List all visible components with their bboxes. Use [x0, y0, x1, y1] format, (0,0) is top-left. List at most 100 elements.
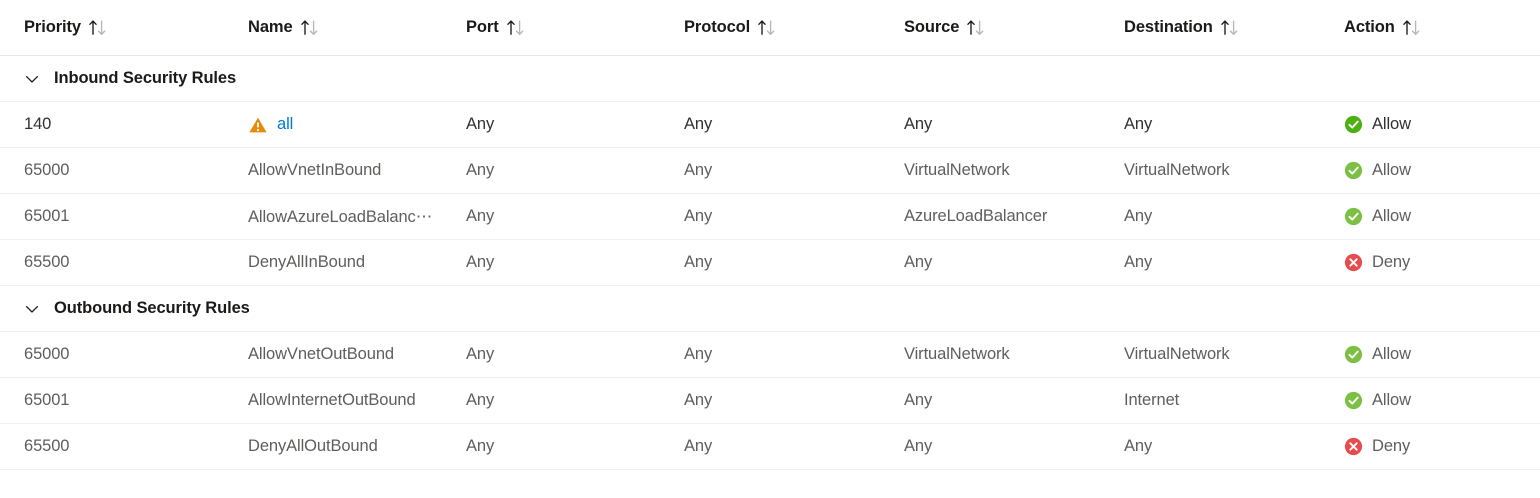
- rule-name-text: AllowVnetInBound: [248, 161, 382, 179]
- cell-name: AllowAzureLoadBalanc⋯: [248, 207, 466, 227]
- chevron-down-icon[interactable]: [24, 301, 40, 317]
- column-header-label: Protocol: [684, 18, 751, 36]
- rule-name-text: DenyAllOutBound: [248, 437, 378, 455]
- warning-triangle-icon: [248, 115, 268, 135]
- group-title: Inbound Security Rules: [54, 69, 237, 87]
- group-title: Outbound Security Rules: [54, 299, 250, 317]
- rule-name-text: AllowVnetOutBound: [248, 345, 394, 363]
- cell-destination: Any: [1124, 253, 1153, 271]
- action-label: Allow: [1372, 345, 1411, 363]
- action-label: Deny: [1372, 437, 1411, 455]
- check-circle-icon: [1344, 161, 1363, 180]
- cell-source: VirtualNetwork: [904, 345, 1010, 363]
- cell-protocol: Any: [684, 161, 713, 179]
- sort-arrows-icon[interactable]: [506, 19, 528, 36]
- group-header[interactable]: Inbound Security Rules: [24, 69, 236, 88]
- column-header-priority[interactable]: Priority: [24, 18, 248, 37]
- table-row[interactable]: 65001 AllowAzureLoadBalanc⋯ Any Any AzureLoa…: [0, 194, 1540, 240]
- sort-arrows-icon[interactable]: [757, 19, 779, 36]
- action-label: Allow: [1372, 207, 1411, 225]
- cell-name: all: [248, 115, 466, 135]
- cell-name: DenyAllOutBound: [248, 437, 466, 456]
- column-header-name[interactable]: Name: [248, 18, 466, 37]
- cell-source: AzureLoadBalancer: [904, 207, 1048, 225]
- cell-source: Any: [904, 437, 933, 455]
- cell-priority: 65001: [24, 391, 70, 409]
- table-row[interactable]: 65000 AllowVnetInBound Any Any VirtualNetwor…: [0, 148, 1540, 194]
- group-header-row[interactable]: Outbound Security Rules: [0, 286, 1540, 332]
- cell-protocol: Any: [684, 437, 713, 455]
- cell-priority: 65000: [24, 161, 70, 179]
- column-header-destination[interactable]: Destination: [1124, 18, 1344, 37]
- cell-destination: Any: [1124, 437, 1153, 455]
- cell-protocol: Any: [684, 345, 713, 363]
- rule-name-text: DenyAllInBound: [248, 253, 365, 271]
- cell-action: Allow: [1344, 345, 1534, 364]
- column-header-label: Priority: [24, 18, 81, 36]
- sort-arrows-icon[interactable]: [300, 19, 322, 36]
- cell-destination: Any: [1124, 115, 1153, 133]
- cell-protocol: Any: [684, 207, 713, 225]
- cell-port: Any: [466, 253, 495, 271]
- cell-destination: Any: [1124, 207, 1153, 225]
- chevron-down-icon[interactable]: [24, 71, 40, 87]
- cell-name: AllowVnetOutBound: [248, 345, 466, 364]
- column-header-label: Source: [904, 18, 960, 36]
- column-header-protocol[interactable]: Protocol: [684, 18, 904, 37]
- cell-action: Deny: [1344, 253, 1534, 272]
- rule-name-link[interactable]: all: [277, 115, 294, 133]
- check-circle-icon: [1344, 345, 1363, 364]
- cell-priority: 140: [24, 115, 52, 133]
- cell-priority: 65500: [24, 253, 70, 271]
- cell-name: AllowVnetInBound: [248, 161, 466, 180]
- table-row[interactable]: 65000 AllowVnetOutBound Any Any VirtualNetwo…: [0, 332, 1540, 378]
- cell-port: Any: [466, 345, 495, 363]
- column-header-label: Port: [466, 18, 499, 36]
- rule-name-text: AllowInternetOutBound: [248, 391, 416, 409]
- cell-action: Allow: [1344, 161, 1534, 180]
- action-label: Allow: [1372, 391, 1411, 409]
- group-header-row[interactable]: Inbound Security Rules: [0, 56, 1540, 102]
- cell-priority: 65000: [24, 345, 70, 363]
- cell-port: Any: [466, 161, 495, 179]
- cell-port: Any: [466, 437, 495, 455]
- cell-port: Any: [466, 391, 495, 409]
- x-circle-icon: [1344, 437, 1363, 456]
- action-label: Allow: [1372, 115, 1411, 133]
- check-circle-icon: [1344, 391, 1363, 410]
- sort-arrows-icon[interactable]: [88, 19, 110, 36]
- cell-priority: 65500: [24, 437, 70, 455]
- group-header[interactable]: Outbound Security Rules: [24, 299, 250, 318]
- table-row[interactable]: 65500 DenyAllOutBound Any Any Any Any Deny: [0, 424, 1540, 470]
- cell-protocol: Any: [684, 115, 713, 133]
- column-header-label: Name: [248, 18, 293, 36]
- sort-arrows-icon[interactable]: [1220, 19, 1242, 36]
- cell-destination: VirtualNetwork: [1124, 345, 1230, 363]
- cell-action: Deny: [1344, 437, 1534, 456]
- cell-source: VirtualNetwork: [904, 161, 1010, 179]
- table-row[interactable]: 65500 DenyAllInBound Any Any Any Any Deny: [0, 240, 1540, 286]
- table-header-row: Priority Name Port Protocol Source Destinatio…: [0, 0, 1540, 56]
- cell-protocol: Any: [684, 253, 713, 271]
- cell-source: Any: [904, 253, 933, 271]
- rule-name-text: AllowAzureLoadBalanc⋯: [248, 207, 433, 226]
- sort-arrows-icon[interactable]: [1402, 19, 1424, 36]
- check-circle-icon: [1344, 207, 1363, 226]
- column-header-label: Destination: [1124, 18, 1213, 36]
- column-header-port[interactable]: Port: [466, 18, 684, 37]
- column-header-action[interactable]: Action: [1344, 18, 1534, 37]
- cell-port: Any: [466, 207, 495, 225]
- cell-source: Any: [904, 391, 933, 409]
- column-header-source[interactable]: Source: [904, 18, 1124, 37]
- cell-action: Allow: [1344, 207, 1534, 226]
- cell-priority: 65001: [24, 207, 70, 225]
- action-label: Allow: [1372, 161, 1411, 179]
- sort-arrows-icon[interactable]: [966, 19, 988, 36]
- cell-action: Allow: [1344, 115, 1534, 134]
- cell-protocol: Any: [684, 391, 713, 409]
- column-header-label: Action: [1344, 18, 1395, 36]
